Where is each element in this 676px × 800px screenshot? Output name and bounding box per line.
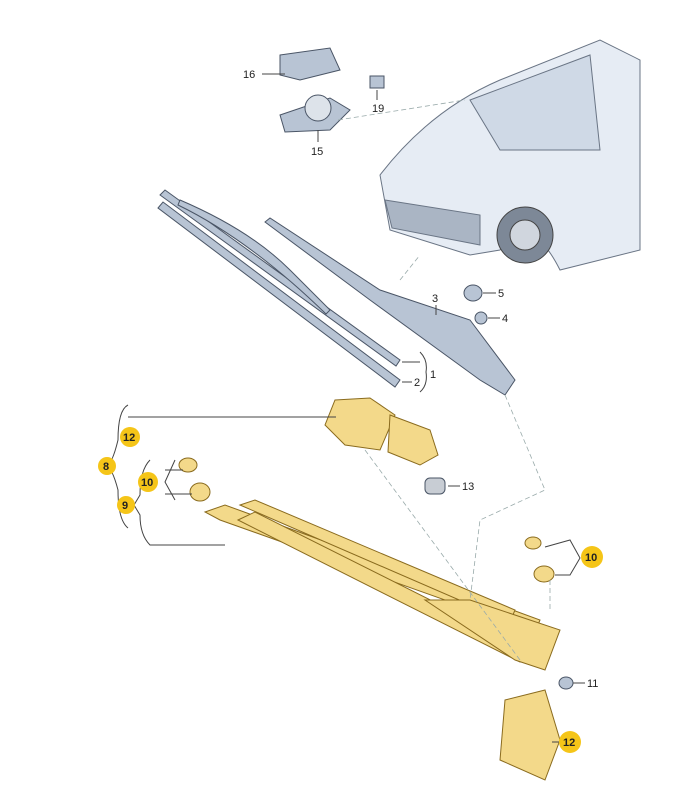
assembly-leader-lines: [337, 99, 551, 661]
callout-16: 16: [243, 69, 255, 81]
callout-8: 8: [103, 461, 109, 473]
callout-12-bracket: 12: [563, 737, 575, 749]
callout-12-motor: 12: [123, 432, 135, 444]
callout-5: 5: [498, 288, 504, 300]
wiper-linkage-frame: [178, 457, 574, 781]
callout-10-right: 10: [585, 552, 597, 564]
wiper-arm: [264, 217, 516, 396]
callout-3: 3: [432, 293, 438, 305]
callout-leaders: [105, 73, 585, 743]
callout-1: 1: [430, 369, 436, 381]
wiper-blades: [157, 189, 401, 388]
callout-4: 4: [502, 313, 508, 325]
callout-9: 9: [122, 500, 128, 512]
callout-19: 19: [372, 103, 384, 115]
callout-2: 2: [414, 377, 420, 389]
highlight-markers: [98, 427, 603, 753]
wiper-motor: [324, 397, 446, 495]
callout-15: 15: [311, 146, 323, 158]
callout-11: 11: [587, 678, 598, 690]
car-front-illustration: [379, 39, 641, 271]
callout-10-left: 10: [141, 477, 153, 489]
rain-sensor-parts: [279, 47, 385, 133]
callout-13: 13: [462, 481, 474, 493]
